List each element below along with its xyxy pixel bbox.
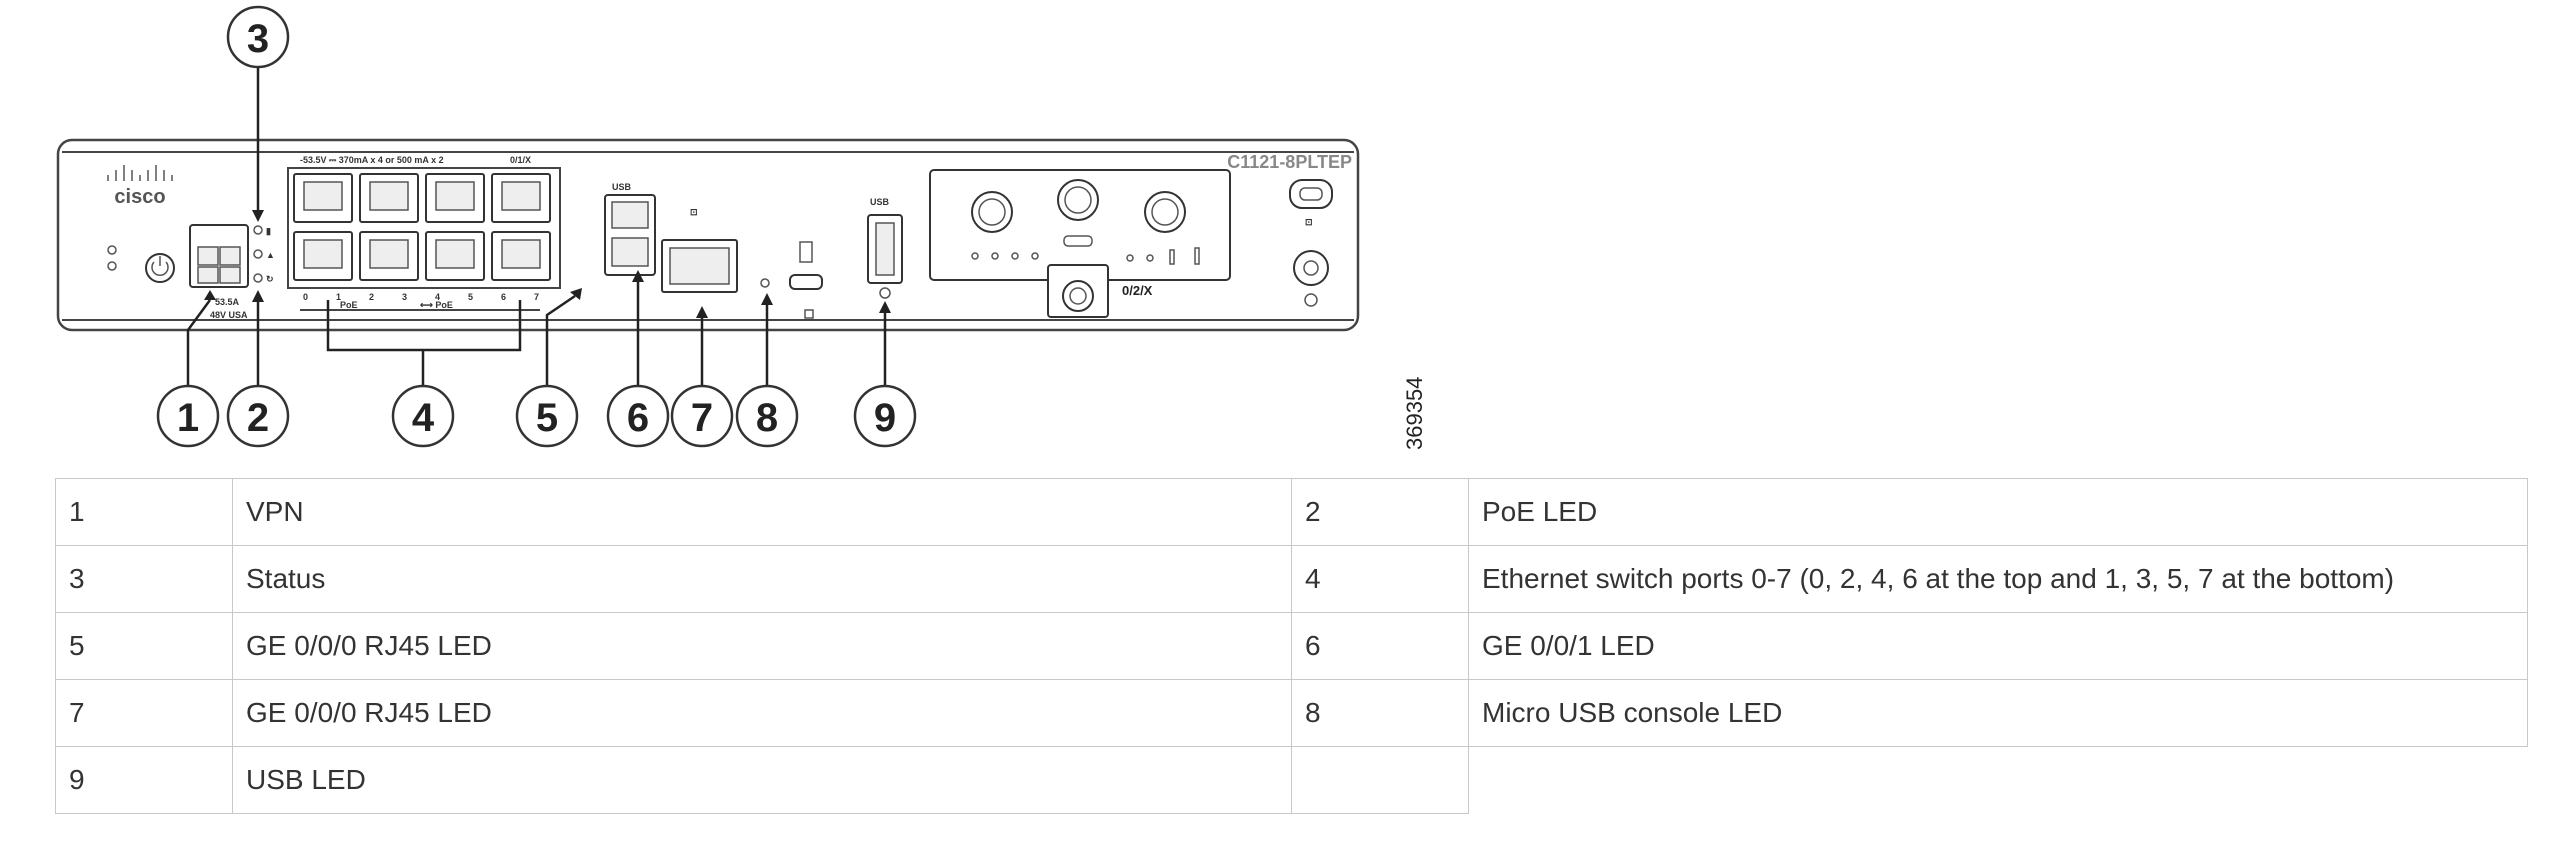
- model-label: C1121-8PLTEP: [1227, 152, 1352, 172]
- callout-4: 4: [391, 384, 455, 448]
- switch-port: [425, 231, 485, 281]
- callout-6: 6: [606, 384, 670, 448]
- legend-description: Micro USB console LED: [1468, 679, 2528, 747]
- switch-port: [359, 173, 419, 223]
- usb-port: USB: [867, 197, 903, 299]
- micro-usb-console: [760, 241, 823, 319]
- svg-text:USB: USB: [612, 182, 632, 192]
- cisco-logo: cisco: [107, 165, 173, 208]
- legend-description: VPN: [232, 478, 1292, 546]
- svg-text:48V USA: 48V USA: [210, 310, 248, 320]
- legend-description: PoE LED: [1468, 478, 2528, 546]
- legend-description: USB LED: [232, 746, 1292, 814]
- switch-port-number: 3: [402, 292, 407, 302]
- callout-circle: [226, 384, 290, 448]
- legend-description: Status: [232, 545, 1292, 613]
- switch-port: [491, 231, 551, 281]
- callout-7: 7: [670, 384, 734, 448]
- switch-port-number: 7: [534, 292, 539, 302]
- legend-number: 3: [55, 545, 233, 613]
- switch-port: [425, 173, 485, 223]
- legend-number: 5: [55, 612, 233, 680]
- legend-description: GE 0/0/0 RJ45 LED: [232, 679, 1292, 747]
- callout-circle: [670, 384, 734, 448]
- callout-number: 9: [874, 396, 896, 440]
- callout-2: 2: [226, 384, 290, 448]
- switch-port-number: 6: [501, 292, 506, 302]
- ethernet-switch-ports: -53.5V ⎓ 370mA x 4 or 500 mA x 2 0/1/X 0…: [287, 155, 561, 311]
- svg-text:⟷ PoE: ⟷ PoE: [420, 300, 453, 310]
- svg-text:↻: ↻: [266, 274, 274, 284]
- leader-lines: [186, 68, 891, 388]
- switch-port: [293, 173, 353, 223]
- svg-text:▲: ▲: [266, 250, 275, 260]
- figure-id: 369354: [1402, 377, 1427, 450]
- switch-port-number: 4: [435, 292, 440, 302]
- switch-port-number: 0: [303, 292, 308, 302]
- svg-text:53.5A: 53.5A: [215, 297, 240, 307]
- legend-number: 8: [1291, 679, 1469, 747]
- poe-spec-label: -53.5V ⎓ 370mA x 4 or 500 mA x 2: [300, 155, 444, 165]
- switch-port-number: 1: [336, 292, 341, 302]
- switch-port-number: 2: [369, 292, 374, 302]
- lte-module: 0/2/X: [929, 169, 1231, 318]
- dc-power-connector: 53.5A 48V USA: [189, 224, 249, 320]
- callout-circle: [735, 384, 799, 448]
- svg-text:USB: USB: [870, 197, 890, 207]
- legend-description: GE 0/0/0 RJ45 LED: [232, 612, 1292, 680]
- ge-ports: USB ⊡: [604, 182, 738, 293]
- callout-number: 1: [177, 396, 199, 440]
- callout-9: 9: [853, 384, 917, 448]
- callout-circle: [853, 384, 917, 448]
- legend-description: [1469, 747, 2528, 814]
- brand-text: cisco: [114, 186, 165, 208]
- legend-number: 7: [55, 679, 233, 747]
- legend-number: 6: [1291, 612, 1469, 680]
- legend-number: [1291, 746, 1469, 814]
- legend-description: Ethernet switch ports 0-7 (0, 2, 4, 6 at…: [1468, 545, 2528, 613]
- callout-1: 1: [156, 384, 220, 448]
- svg-text:PoE: PoE: [340, 300, 358, 310]
- status-leds: ▮ ▲ ↻: [253, 225, 275, 284]
- callout-5: 5: [515, 384, 579, 448]
- callout-number: 2: [247, 396, 269, 440]
- legend-number: 4: [1291, 545, 1469, 613]
- callout-number: 3: [247, 17, 269, 61]
- switch-port: [491, 173, 551, 223]
- svg-text:⊡: ⊡: [1305, 217, 1313, 227]
- legend-number: 9: [55, 746, 233, 814]
- callout-number: 7: [691, 396, 713, 440]
- callout-number: 8: [756, 396, 778, 440]
- callout-3: 3: [226, 5, 290, 69]
- router-rear-panel-diagram: cisco 53.5A 48V USA ▮ ▲ ↻ -53.5V ⎓ 370mA…: [56, 5, 1427, 450]
- power-button: [107, 245, 175, 283]
- callout-circle: [156, 384, 220, 448]
- legend-number: 1: [55, 478, 233, 546]
- callout-circle: [226, 5, 290, 69]
- callout-circle: [515, 384, 579, 448]
- callout-8: 8: [735, 384, 799, 448]
- callout-number: 6: [627, 396, 649, 440]
- callout-circle: [606, 384, 670, 448]
- legend-description: GE 0/0/1 LED: [1468, 612, 2528, 680]
- callout-number: 4: [412, 396, 435, 440]
- svg-text:▮: ▮: [266, 226, 271, 236]
- callout-circle: [391, 384, 455, 448]
- port-group-label: 0/1/X: [510, 155, 531, 165]
- switch-port: [293, 231, 353, 281]
- switch-port: [359, 231, 419, 281]
- switch-port-number: 5: [468, 292, 473, 302]
- legend-number: 2: [1291, 478, 1469, 546]
- module-label: 0/2/X: [1122, 283, 1153, 298]
- callout-number: 5: [536, 396, 558, 440]
- svg-text:⊡: ⊡: [690, 207, 698, 217]
- antenna-and-ground: ⊡: [1289, 179, 1333, 307]
